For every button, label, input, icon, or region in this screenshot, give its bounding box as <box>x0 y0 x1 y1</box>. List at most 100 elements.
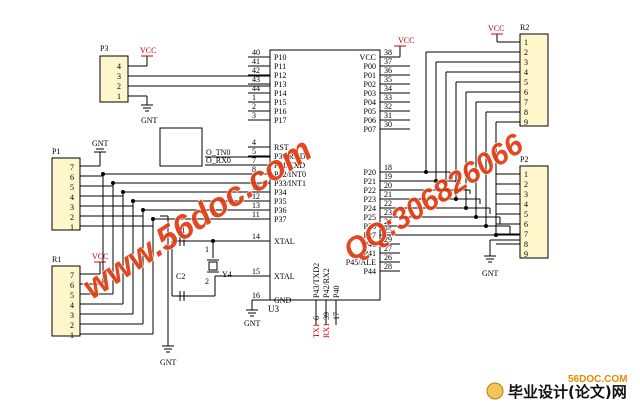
chip-pin-name: P46 <box>364 240 376 249</box>
chip-bottom-pin-name: P40 <box>332 286 341 298</box>
crystal-y-label: Y4 <box>222 270 232 279</box>
chip-pin-name: P44 <box>364 267 376 276</box>
r1-vcc-label: VCC <box>92 252 108 261</box>
chip-pin-name: P21 <box>364 177 376 186</box>
connector-p3: P3 4 3 2 1 VCC GNT <box>99 44 270 125</box>
r1-pin-num: 5 <box>70 291 74 300</box>
chip-pin-num: 25 <box>384 226 392 235</box>
chip-pin-name: P20 <box>364 168 376 177</box>
chip-pin-num: 1 <box>252 93 256 102</box>
chip-pin-num: 12 <box>252 192 260 201</box>
svg-text:3: 3 <box>117 72 121 81</box>
r1-pin-num: 2 <box>70 321 74 330</box>
chip-pin-num: 15 <box>252 267 260 276</box>
chip-pin-num: 3 <box>252 111 256 120</box>
p1-pin-num: 4 <box>70 193 74 202</box>
p2-pin-num: 3 <box>524 190 528 199</box>
crystal-c2-label: C2 <box>176 272 185 281</box>
svg-text:4: 4 <box>117 62 121 71</box>
chip-pin-name: P05 <box>364 107 376 116</box>
chip-pin-name: P06 <box>364 116 376 125</box>
p1-r1-bus <box>80 172 248 335</box>
crystal-c1-label: C1 <box>176 226 185 235</box>
chip-pin-num: 18 <box>384 163 392 172</box>
chip-pin-num: 19 <box>384 172 392 181</box>
chip-pin-name: P00 <box>364 62 376 71</box>
chip-pin-name: P32/INT0 <box>274 170 306 179</box>
chip-pin-name: P37 <box>274 215 286 224</box>
p1-pin-num: 7 <box>70 163 74 172</box>
chip-pin-num: 16 <box>252 291 260 300</box>
p2-ref: P2 <box>520 155 528 164</box>
chip-pin-num: 26 <box>384 253 392 262</box>
chip-gnd-label: GNT <box>244 319 261 328</box>
chip-pin-num: 43 <box>252 75 260 84</box>
chip-pin-num: 42 <box>252 66 260 75</box>
p2-pin-num: 4 <box>524 200 528 209</box>
chip-pin-name: P11 <box>274 62 286 71</box>
chip-bottom-pin-num: 17 <box>332 312 341 320</box>
crystal-pin2: 2 <box>205 277 209 286</box>
chip-pin-num: 35 <box>384 75 392 84</box>
p3-ref: P3 <box>100 44 108 53</box>
chip-pin-name: P45/ALE <box>346 258 376 267</box>
chip-pin-num: 32 <box>384 102 392 111</box>
chip-pin-num: 40 <box>252 48 260 57</box>
chip-pin-name: P41 <box>364 249 376 258</box>
chip-pin-name: RST <box>274 143 289 152</box>
chip-bottom-pin-num: 39 <box>322 312 331 320</box>
chip-pin-name: GND <box>274 296 292 305</box>
chip-pin-name: P25 <box>364 213 376 222</box>
chip-pin-num: 23 <box>384 208 392 217</box>
net-label-tn0: O_TN0 <box>206 148 230 157</box>
chip-pin-num: 27 <box>384 244 392 253</box>
chip-pin-num: 10 <box>252 183 260 192</box>
chip-pin-num: 24 <box>384 217 392 226</box>
chip-pin-name: P34 <box>274 188 286 197</box>
p1-ref: P1 <box>52 147 60 156</box>
chip-bottom-pin-name: P43/TXD2 <box>312 263 321 298</box>
chip-pin-name: P07 <box>364 125 376 134</box>
chip-pin-name: P14 <box>274 89 286 98</box>
crystal-pin1: 1 <box>205 245 209 254</box>
logo-brand-text: 毕业设计(论文)网 <box>508 383 627 401</box>
chip-bottom-pin-name: P42/RX2 <box>322 268 331 298</box>
r2-pin-num: 2 <box>524 48 528 57</box>
chip-u3-body <box>269 49 381 301</box>
p3-vcc-label: VCC <box>140 46 156 55</box>
chip-pin-num: 41 <box>252 57 260 66</box>
chip-pin-num: 30 <box>384 120 392 129</box>
chip-pin-num: 38 <box>384 48 392 57</box>
chip-bottom-net-label: TX1 <box>312 323 321 338</box>
logo-site-text: 56DOC.COM <box>568 374 627 385</box>
chip-pin-name: P36 <box>274 206 286 215</box>
chip-pin-num: 14 <box>252 232 260 241</box>
p2-pin-num: 9 <box>524 250 528 259</box>
chip-pin-num: 21 <box>384 190 392 199</box>
reset-block <box>159 127 203 167</box>
chip-pin-name: P31/TXD <box>274 161 305 170</box>
p2-pin-num: 6 <box>524 220 528 229</box>
chip-pin-name: XTAL <box>274 272 295 281</box>
r2-pin-num: 6 <box>524 88 528 97</box>
p2-pin-num: 8 <box>524 240 528 249</box>
p1-pin-num: 2 <box>70 213 74 222</box>
chip-pin-name: P03 <box>364 89 376 98</box>
p1-pin-num: 1 <box>70 223 74 232</box>
chip-pin-num: 11 <box>252 210 260 219</box>
r2-pin-num: 1 <box>524 38 528 47</box>
chip-pin-num: 33 <box>384 93 392 102</box>
r2-pin-num: 3 <box>524 58 528 67</box>
p3-gnd-label: GNT <box>141 116 158 125</box>
chip-pin-name: P15 <box>274 98 286 107</box>
r1-pin-num: 7 <box>70 271 74 280</box>
svg-text:2: 2 <box>117 82 121 91</box>
r1-pin-num: 6 <box>70 281 74 290</box>
chip-pin-name: VCC <box>360 53 376 62</box>
chip-pin-name: P27 <box>364 231 376 240</box>
chip-pin-num: 28 <box>384 262 392 271</box>
